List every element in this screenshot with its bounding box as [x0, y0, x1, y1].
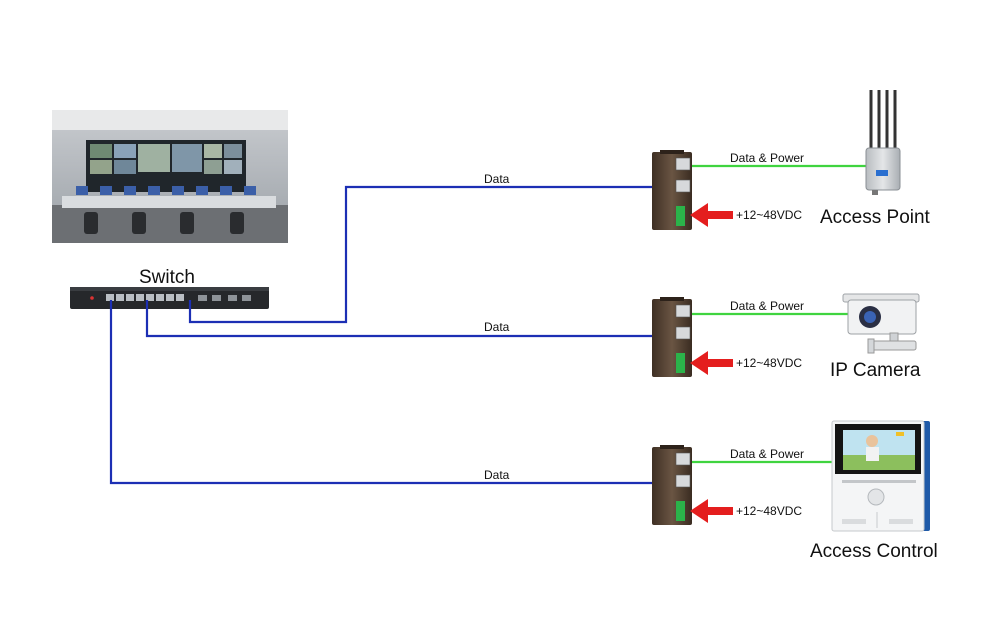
- data-label-2: Data: [484, 320, 510, 334]
- poe-injector: [652, 297, 692, 377]
- device-label-access-control: Access Control: [810, 541, 938, 562]
- wireless-access-point-icon: [865, 90, 901, 195]
- data-power-label-2: Data & Power: [730, 299, 804, 313]
- control-room-photo: [52, 110, 288, 243]
- network-switch: [70, 287, 269, 309]
- data-power-label-1: Data & Power: [730, 151, 804, 165]
- arrow-1: [690, 203, 733, 227]
- ip-camera-icon: [842, 293, 920, 354]
- arrow-2: [690, 351, 733, 375]
- data-line-1: [188, 185, 690, 324]
- device-label-access-point: Access Point: [820, 207, 931, 228]
- data-label-3: Data: [484, 468, 510, 482]
- device-label-ip-camera: IP Camera: [830, 360, 921, 381]
- power-arrows: [690, 203, 733, 523]
- switch-label: Switch: [139, 267, 195, 288]
- arrow-3: [690, 499, 733, 523]
- poe-injector: [652, 150, 692, 230]
- dc-input-label-2: +12~48VDC: [736, 356, 802, 370]
- video-intercom-panel-icon: [831, 420, 930, 532]
- data-label-1: Data: [484, 172, 510, 186]
- data-lines: [109, 185, 690, 485]
- power-lines: [690, 164, 868, 464]
- poe-injector: [652, 445, 692, 525]
- dc-input-label-1: +12~48VDC: [736, 208, 802, 222]
- data-line-2: [145, 300, 690, 338]
- dc-input-label-3: +12~48VDC: [736, 504, 802, 518]
- data-power-label-3: Data & Power: [730, 447, 804, 461]
- data-line-3: [109, 300, 690, 485]
